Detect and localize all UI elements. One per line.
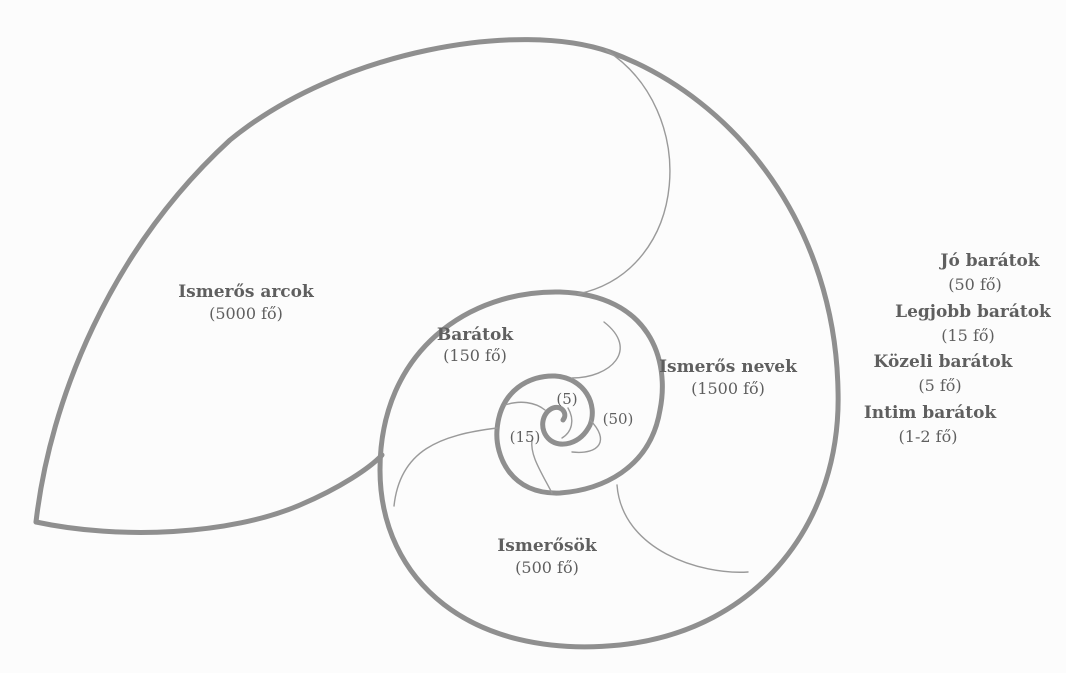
septum-3 (393, 427, 498, 507)
shell-body-chamber-edge (33, 452, 385, 535)
count-5: (5) (556, 390, 577, 408)
legend-intim-baratok: Intim barátok (864, 403, 998, 423)
count-ismeros-nevek: (1500 fő) (691, 379, 765, 398)
legend-kozeli-baratok-count: (5 fő) (918, 376, 961, 395)
count-15: (15) (510, 428, 541, 446)
count-ismeros-arcok: (5000 fő) (209, 304, 283, 323)
septum-8 (561, 407, 573, 439)
septum-2 (616, 484, 749, 573)
count-baratok: (150 fő) (443, 346, 507, 365)
label-ismeros-arcok: Ismerős arcok (178, 282, 315, 302)
septum-6 (531, 439, 553, 494)
legend-legjobb-baratok-count: (15 fő) (941, 326, 994, 345)
septum-5 (571, 419, 602, 454)
label-ismeros-nevek: Ismerős nevek (659, 357, 798, 377)
label-baratok: Barátok (437, 325, 515, 345)
septum-4 (571, 321, 621, 379)
legend-legjobb-baratok: Legjobb barátok (895, 302, 1052, 322)
legend-kozeli-baratok: Közeli barátok (874, 352, 1014, 372)
legend-intim-baratok-count: (1-2 fő) (899, 427, 958, 446)
legend-jo-baratok-count: (50 fő) (948, 275, 1001, 294)
legend-jo-baratok: Jó barátok (938, 251, 1040, 271)
count-50: (50) (603, 410, 634, 428)
label-ismerosok: Ismerősök (497, 536, 598, 556)
septum-1 (577, 49, 671, 295)
septum-7 (504, 401, 546, 411)
count-ismerosok: (500 fő) (515, 558, 579, 577)
